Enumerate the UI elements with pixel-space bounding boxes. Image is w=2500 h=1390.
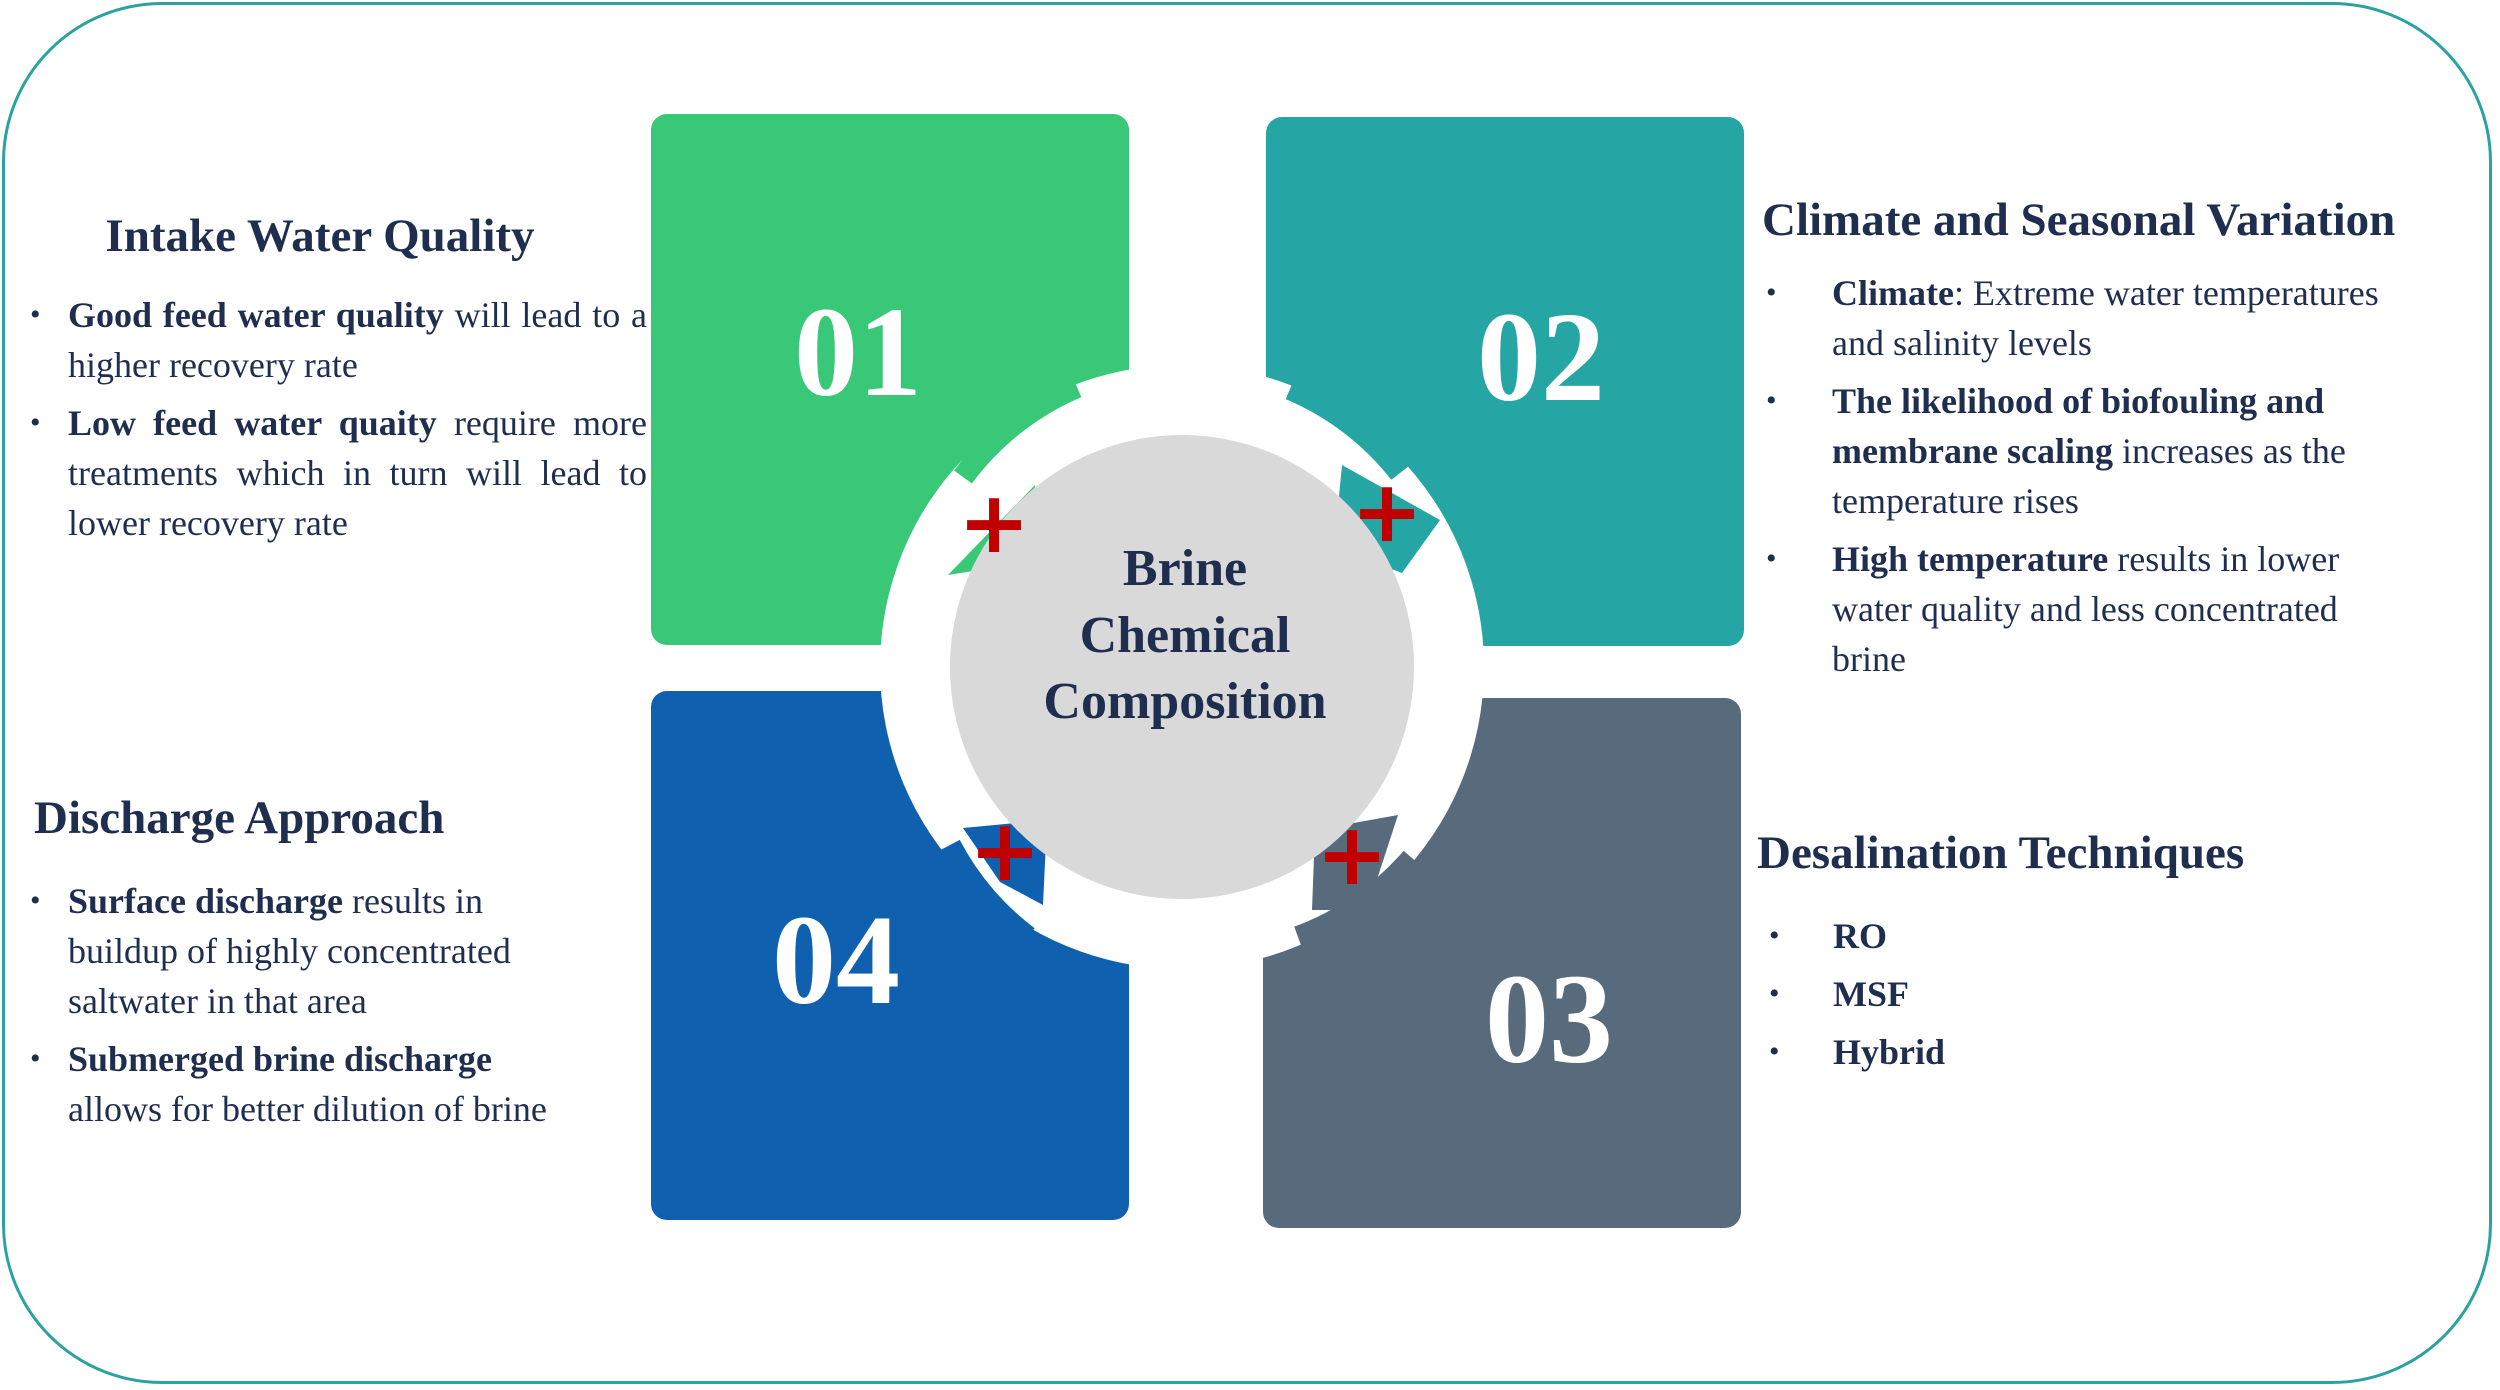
arrow-arc-04	[940, 839, 1035, 946]
list-item: High temperature results in lower water …	[1766, 534, 2406, 684]
list-item: Low feed water quaity require more treat…	[30, 398, 647, 548]
center-title-line-3: Composition	[1043, 673, 1326, 730]
bullet-bold: Surface discharge	[68, 881, 343, 922]
climate-title: Climate and Seasonal Variation	[1762, 194, 2396, 246]
arrow-arc-01	[954, 376, 1082, 484]
plus-icon: +	[1351, 462, 1423, 562]
bullet-bold: Submerged brine discharge	[68, 1039, 493, 1080]
plus-icon: +	[958, 473, 1030, 573]
climate-block: Climate and Seasonal Variation Climate: …	[1762, 192, 2452, 684]
bullet-text: increases as the temperature rises	[1832, 431, 2346, 522]
bullet-bold: Good feed water quality	[68, 295, 444, 336]
intake-water-quality-block: Intake Water Quality Good feed water qua…	[30, 208, 647, 548]
bullet-bold: High temperature	[1832, 539, 2109, 580]
center-circle	[950, 435, 1414, 899]
bullet-text: will lead to a higher recovery rate	[68, 295, 647, 386]
bullet-text: : Extreme water temperatures and salinit…	[1832, 273, 2379, 364]
bullet-bold: Hybrid	[1833, 1032, 1946, 1073]
bullet-bold: MSF	[1833, 974, 1909, 1015]
list-item: Surface discharge results in buildup of …	[30, 876, 590, 1026]
quadrant-03-number: 03	[1485, 948, 1613, 1090]
discharge-title: Discharge Approach	[34, 792, 445, 844]
climate-bullets: Climate: Extreme water temperatures and …	[1766, 268, 2406, 684]
list-item: Submerged brine discharge allows for bet…	[30, 1034, 590, 1134]
arrow-arc-02	[1285, 378, 1409, 480]
list-item: Hybrid	[1769, 1027, 2377, 1077]
bullet-text: allows for better dilution of brine	[68, 1089, 547, 1130]
intake-title: Intake Water Quality	[105, 210, 535, 262]
center-title-line-1: Brine	[1123, 540, 1247, 597]
quadrant-02-number: 02	[1477, 286, 1605, 428]
bullet-text: results in lower water quality and less …	[1832, 539, 2340, 680]
discharge-bullets: Surface discharge results in buildup of …	[30, 876, 590, 1134]
desalination-block: Desalination Techniques RO MSF Hybrid	[1757, 825, 2377, 1077]
bullet-bold: RO	[1833, 916, 1887, 957]
desalination-title: Desalination Techniques	[1757, 827, 2245, 879]
bullet-bold: Low feed water quaity	[68, 403, 437, 444]
list-item: The likelihood of biofouling and membran…	[1766, 376, 2406, 526]
bullet-text: require more treatments which in turn wi…	[68, 403, 647, 544]
intake-bullets: Good feed water quality will lead to a h…	[30, 290, 647, 548]
bullet-bold: The likelihood of biofouling and membran…	[1832, 381, 2325, 472]
center-title-line-2: Chemical	[1080, 607, 1291, 664]
quadrant-04-number: 04	[772, 889, 900, 1031]
quadrant-01-number: 01	[794, 281, 922, 423]
list-item: MSF	[1769, 969, 2377, 1019]
desalination-bullets: RO MSF Hybrid	[1769, 911, 2377, 1077]
list-item: Good feed water quality will lead to a h…	[30, 290, 647, 390]
plus-icon: +	[969, 801, 1041, 901]
discharge-block: Discharge Approach Surface discharge res…	[30, 790, 614, 1134]
list-item: RO	[1769, 911, 2377, 961]
arrow-head-04	[963, 820, 1047, 905]
list-item: Climate: Extreme water temperatures and …	[1766, 268, 2406, 368]
plus-icon: +	[1316, 805, 1388, 905]
bullet-bold: Climate	[1832, 273, 1954, 314]
bullet-text: results in buildup of highly concentrate…	[68, 881, 511, 1022]
